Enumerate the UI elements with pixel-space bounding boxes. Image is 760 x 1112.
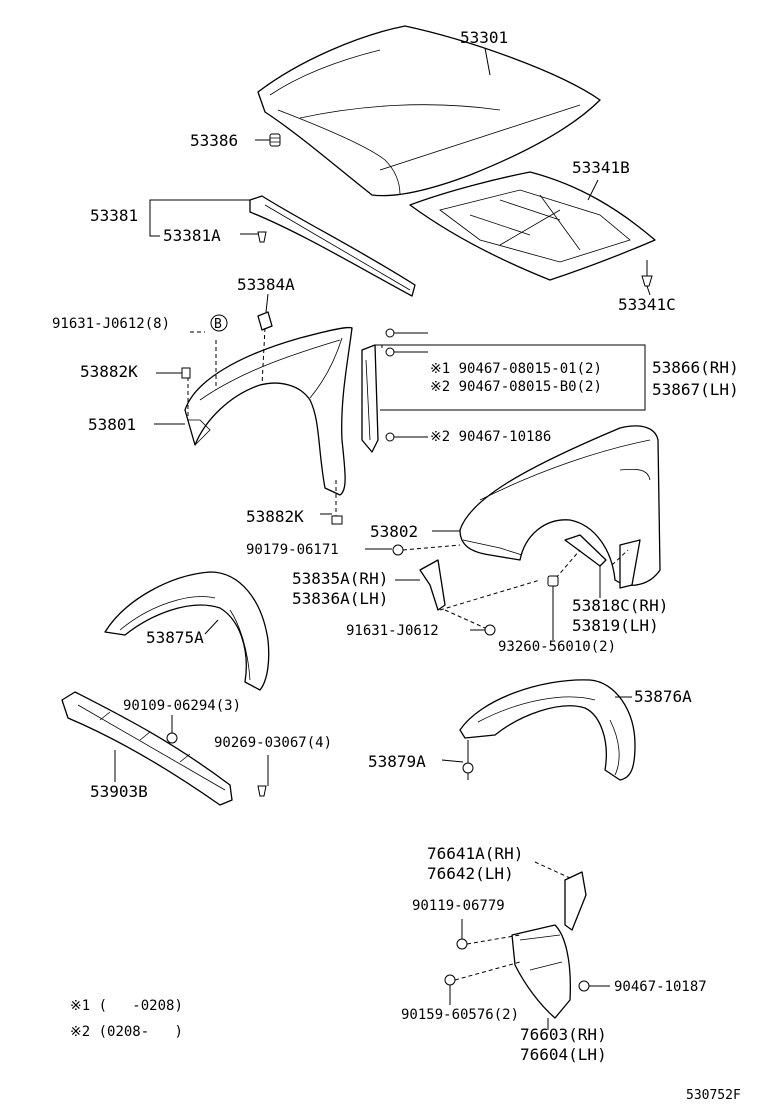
hood-seal-part	[249, 195, 416, 297]
label-mud-screw: 90467-10187	[614, 979, 707, 995]
label-screw-1: ※1 90467-08015-01(2)	[430, 361, 602, 377]
label-bolt-fender: 91631-J0612(8)	[52, 316, 170, 332]
seal-retainer-part	[257, 311, 273, 331]
fender-liner-lh-part	[459, 679, 636, 781]
footnote-2: ※2 (0208- )	[70, 1024, 183, 1040]
callout-b: B	[214, 317, 222, 332]
callout-b-circle	[210, 314, 228, 332]
diagram-id: 530752F	[686, 1088, 741, 1103]
fender-nut	[392, 544, 404, 556]
hood-cushion-part	[269, 133, 281, 147]
splash-shield-part	[564, 534, 641, 589]
label-support-clip: 90269-03067(4)	[214, 735, 332, 751]
small-screws	[385, 328, 395, 442]
mudguard-bracket-part	[564, 871, 587, 931]
label-bracket-bolt: 91631-J0612	[346, 623, 439, 639]
label-screw-2: ※2 90467-08015-B0(2)	[430, 379, 602, 395]
mud-clip	[444, 974, 456, 986]
fender-bracket-part	[419, 559, 446, 611]
label-hood-seal: 53381	[90, 206, 138, 225]
fender-liner-strip-part	[361, 344, 379, 453]
radiator-support-part	[61, 691, 233, 806]
label-splash-rh: 53818C(RH)	[572, 596, 668, 615]
label-mud-bolt: 90119-06779	[412, 898, 505, 914]
label-screw-3: ※2 90467-10186	[430, 429, 551, 445]
label-bracket-lh: 53836A(LH)	[292, 589, 388, 608]
label-liner-rh: 53866(RH)	[652, 358, 739, 377]
label-mudguard-lh: 76604(LH)	[520, 1045, 607, 1064]
label-hood-seal-clip: 53381A	[163, 226, 221, 245]
label-liner-clip: 53879A	[368, 752, 426, 771]
label-fender-inner: 53801	[88, 415, 136, 434]
splash-clip	[547, 575, 559, 587]
label-mudguard-bracket-lh: 76642(LH)	[427, 864, 514, 883]
label-fender: 53802	[370, 522, 418, 541]
insulator-clip-part	[641, 275, 653, 287]
label-liner-lh: 53867(LH)	[652, 380, 739, 399]
hood-insulator-part	[409, 171, 656, 281]
hood-part	[257, 25, 601, 197]
label-bracket-rh: 53835A(RH)	[292, 569, 388, 588]
label-fender-liner-rh: 53875A	[146, 628, 204, 647]
label-hood-insulator: 53341B	[572, 158, 630, 177]
support-clip	[257, 785, 267, 797]
fender-inner-part	[184, 326, 353, 496]
footnote-1: ※1 ( -0208)	[70, 998, 183, 1014]
label-seal-retainer: 53384A	[237, 275, 295, 294]
label-radiator-support: 53903B	[90, 782, 148, 801]
label-fender-liner-lh: 53876A	[634, 687, 692, 706]
label-fender-nut: 90179-06171	[246, 542, 339, 558]
label-mud-clip: 90159-60576(2)	[401, 1007, 519, 1023]
support-bolt	[166, 732, 178, 744]
mudguard-part	[511, 924, 571, 1019]
fender-liner-rh-part	[104, 571, 270, 691]
label-splash-clip: 93260-56010(2)	[498, 639, 616, 655]
mud-screw	[578, 980, 590, 992]
label-clip-upper: 53882K	[80, 362, 138, 381]
label-splash-lh: 53819(LH)	[572, 616, 659, 635]
label-clip-lower: 53882K	[246, 507, 304, 526]
label-hood-cushion: 53386	[190, 131, 238, 150]
label-hood: 53301	[460, 28, 508, 47]
liner-clip	[462, 762, 474, 780]
bracket-bolt	[484, 624, 496, 636]
label-mudguard-bracket-rh: 76641A(RH)	[427, 844, 523, 863]
mud-bolt	[456, 938, 468, 950]
label-support-bolt: 90109-06294(3)	[123, 698, 241, 714]
label-mudguard-rh: 76603(RH)	[520, 1025, 607, 1044]
label-insulator-clip: 53341C	[618, 295, 676, 314]
